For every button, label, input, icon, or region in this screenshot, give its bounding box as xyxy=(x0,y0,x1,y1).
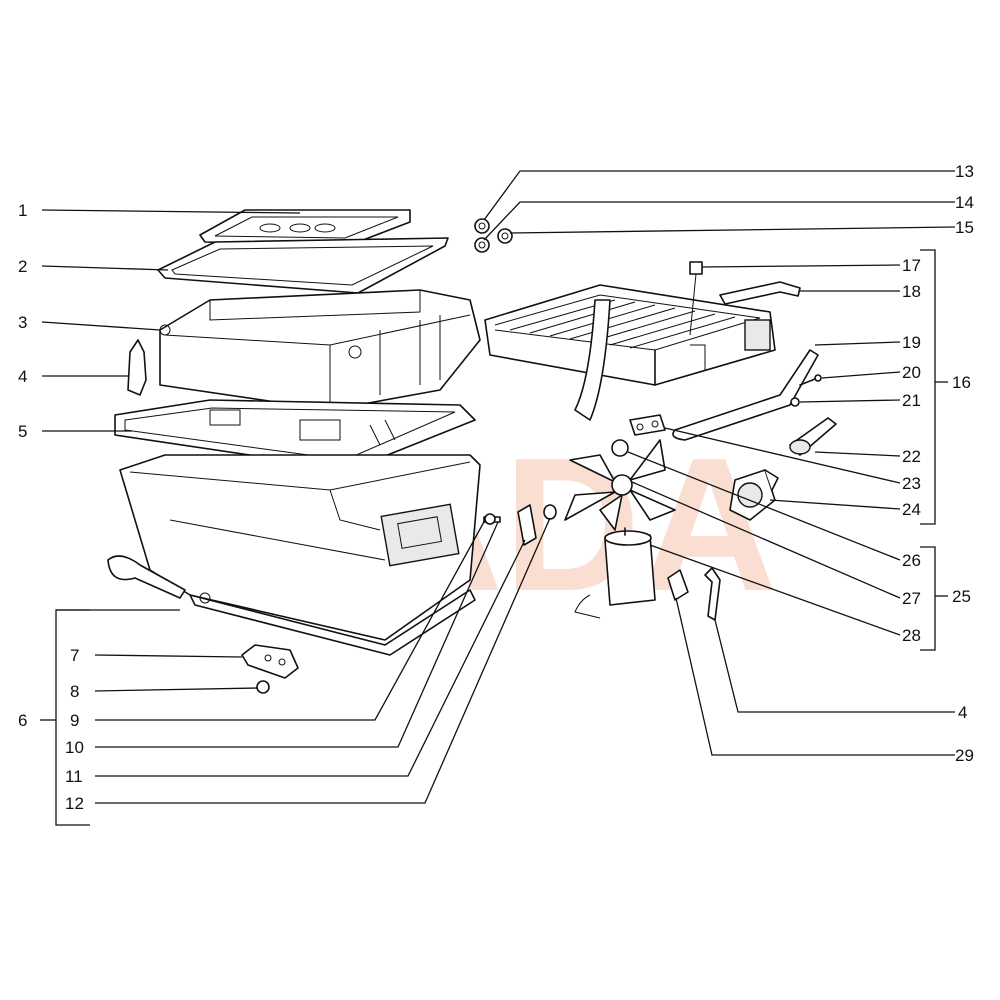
part-8-screw xyxy=(256,680,270,694)
callout-14: 14 xyxy=(955,193,974,212)
part-1-lid-cover xyxy=(199,209,411,246)
callout-13: 13 xyxy=(955,162,974,181)
part-3-upper-housing xyxy=(159,289,481,411)
callout-26: 26 xyxy=(902,551,921,570)
callout-20: 20 xyxy=(902,363,921,382)
callout-5: 5 xyxy=(18,422,27,441)
part-24-valve xyxy=(729,469,779,521)
part-4-clip-left xyxy=(127,339,147,396)
callout-22: 22 xyxy=(902,447,921,466)
part-13-14-15-nuts xyxy=(474,218,513,253)
part-17-clip xyxy=(689,261,703,336)
part-7-resistor-bracket xyxy=(241,644,299,679)
part-6-lower-housing xyxy=(119,454,481,656)
callout-11: 11 xyxy=(65,767,83,786)
part-9-10-screw xyxy=(483,513,501,525)
callout-16: 16 xyxy=(952,373,971,392)
callout-18: 18 xyxy=(902,282,921,301)
callout-6: 6 xyxy=(18,711,27,730)
part-20-screw xyxy=(799,374,822,386)
callout-28: 28 xyxy=(902,626,921,645)
part-18-pipe xyxy=(574,281,801,421)
part-26-hub xyxy=(611,439,629,457)
callout-3: 3 xyxy=(18,313,27,332)
callout-23: 23 xyxy=(902,474,921,493)
part-29-motor-clip xyxy=(667,569,689,601)
part-23-flange xyxy=(629,414,666,436)
leader-lines xyxy=(40,170,956,826)
callout-7: 7 xyxy=(70,646,79,665)
callout-2: 2 xyxy=(18,257,27,276)
callout-24: 24 xyxy=(902,500,921,519)
part-11-plate xyxy=(517,504,537,546)
callout-9: 9 xyxy=(70,711,79,730)
callout-17: 17 xyxy=(902,256,921,275)
part-28-fan-motor xyxy=(574,527,656,619)
part-21-washer xyxy=(790,397,800,407)
part-19-pipe xyxy=(672,349,819,441)
part-22-pipe-fitting xyxy=(789,417,837,456)
callout-25: 25 xyxy=(952,587,971,606)
callout-10: 10 xyxy=(65,738,84,757)
callout-8: 8 xyxy=(70,682,79,701)
part-12-nut xyxy=(543,504,557,520)
callout-21: 21 xyxy=(902,391,921,410)
part-2-gasket xyxy=(157,237,449,294)
callout-29: 29 xyxy=(955,746,974,765)
left-callout-labels: 1 2 3 4 5 7 8 9 10 11 12 6 xyxy=(18,201,84,813)
callout-27: 27 xyxy=(902,589,921,608)
callout-12: 12 xyxy=(65,794,84,813)
part-hose-left xyxy=(107,555,211,604)
callout-19: 19 xyxy=(902,333,921,352)
callout-15: 15 xyxy=(955,218,974,237)
part-16-heater-core xyxy=(484,284,776,386)
callout-1: 1 xyxy=(18,201,27,220)
callout-4-right: 4 xyxy=(958,703,967,722)
callout-4: 4 xyxy=(18,367,27,386)
part-5-middle-frame xyxy=(114,399,476,471)
part-27-fan-blade xyxy=(564,439,676,531)
right-callout-labels: 13 14 15 17 18 19 20 21 22 23 24 26 27 2… xyxy=(902,162,974,765)
